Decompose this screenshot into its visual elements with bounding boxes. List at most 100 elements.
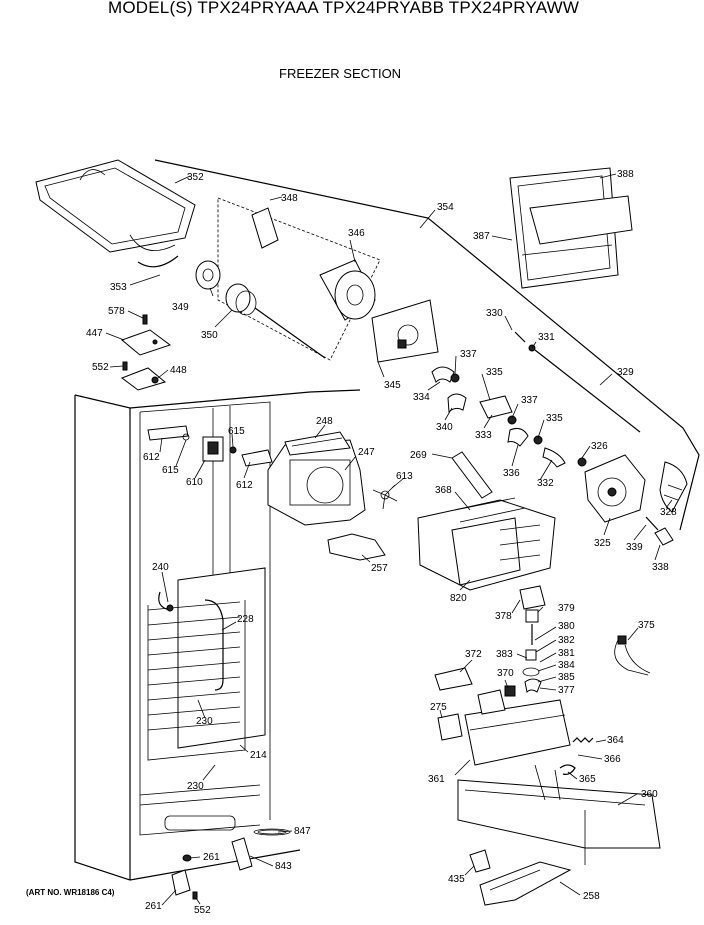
label-332: 332	[537, 478, 554, 489]
label-370: 370	[497, 668, 514, 679]
label-335b: 335	[546, 413, 563, 424]
leader-lines	[105, 173, 673, 906]
label-214: 214	[250, 750, 267, 761]
cover-372[interactable]	[434, 667, 473, 691]
ice-bucket-352[interactable]	[35, 159, 196, 268]
label-820: 820	[450, 593, 467, 604]
label-275: 275	[430, 702, 447, 713]
label-339: 339	[626, 542, 643, 553]
label-380: 380	[558, 621, 575, 632]
label-328: 328	[660, 507, 677, 518]
terminal-block-610[interactable]	[202, 436, 224, 462]
label-364: 364	[607, 735, 624, 746]
solenoid-stack-378-385[interactable]	[519, 585, 546, 694]
nut-338[interactable]	[654, 527, 674, 546]
bracket-348[interactable]	[251, 207, 279, 249]
label-248: 248	[316, 416, 333, 427]
screw-552[interactable]	[122, 361, 128, 371]
bracket-261[interactable]	[171, 869, 191, 896]
label-387: 387	[473, 231, 490, 242]
label-378: 378	[495, 611, 512, 622]
label-353: 353	[110, 282, 127, 293]
label-615b: 615	[162, 465, 179, 476]
label-349: 349	[172, 302, 189, 313]
label-552b: 552	[194, 905, 211, 916]
fan-blade-613[interactable]	[372, 484, 398, 510]
label-230b: 230	[187, 781, 204, 792]
label-340: 340	[436, 422, 453, 433]
section-title: FREEZER SECTION	[279, 66, 402, 81]
screw-261[interactable]	[182, 854, 192, 862]
label-247: 247	[358, 447, 375, 458]
label-610: 610	[186, 477, 203, 488]
label-352: 352	[187, 172, 204, 183]
label-345: 345	[384, 380, 401, 391]
label-325: 325	[594, 538, 611, 549]
housing-361[interactable]	[464, 689, 571, 766]
label-257: 257	[371, 563, 388, 574]
clips-612-615[interactable]	[147, 425, 273, 467]
label-383: 383	[496, 649, 513, 660]
label-435: 435	[448, 874, 465, 885]
label-261a: 261	[203, 852, 220, 863]
label-350: 350	[201, 330, 218, 341]
clip-435[interactable]	[469, 849, 491, 873]
fan-shroud-247[interactable]	[267, 439, 366, 526]
label-365: 365	[579, 774, 596, 785]
label-330: 330	[486, 308, 503, 319]
label-448: 448	[170, 365, 187, 376]
label-258: 258	[583, 891, 600, 902]
screw-552b[interactable]	[192, 891, 198, 900]
bracket-843[interactable]	[231, 837, 253, 871]
bracket-447[interactable]	[121, 329, 172, 356]
label-372: 372	[465, 649, 482, 660]
trim-258[interactable]	[479, 861, 572, 906]
part-labels: 352 348 354 388 387 346 353 349 350 578 …	[86, 169, 677, 916]
label-615a: 615	[228, 426, 245, 437]
bracket-448[interactable]	[120, 367, 167, 391]
label-843: 843	[275, 861, 292, 872]
label-447: 447	[86, 328, 103, 339]
freezer-cabinet-liner	[74, 389, 361, 881]
icemaker-368[interactable]	[417, 497, 556, 591]
art-number: (ART NO. WR18186 C4)	[26, 888, 115, 897]
label-366: 366	[604, 754, 621, 765]
frame-rail-360[interactable]	[457, 764, 661, 865]
label-333: 333	[475, 430, 492, 441]
label-228: 228	[237, 614, 254, 625]
chute-door-387[interactable]	[509, 167, 633, 289]
spring-364[interactable]	[572, 737, 594, 743]
auger-motor-drum-346[interactable]	[319, 259, 376, 321]
label-331: 331	[538, 332, 555, 343]
screw-578[interactable]	[142, 314, 148, 325]
spring-365[interactable]	[559, 764, 576, 775]
label-336: 336	[503, 468, 520, 479]
fan-housing-248[interactable]	[284, 431, 351, 456]
switch-370[interactable]	[504, 685, 516, 697]
tube-269[interactable]	[451, 451, 493, 499]
label-261b: 261	[145, 901, 162, 912]
label-335a: 335	[486, 367, 503, 378]
motor-325[interactable]	[584, 454, 646, 523]
label-326: 326	[591, 441, 608, 452]
auger-349[interactable]	[195, 260, 221, 290]
cam-328[interactable]	[659, 461, 688, 513]
motor-bracket-345[interactable]	[371, 299, 439, 363]
label-379: 379	[558, 603, 575, 614]
label-612a: 612	[143, 452, 160, 463]
spring-339[interactable]	[645, 516, 659, 531]
label-269: 269	[410, 450, 427, 461]
label-375: 375	[638, 620, 655, 631]
label-240: 240	[152, 562, 169, 573]
evaporator-228[interactable]	[147, 567, 266, 761]
label-329: 329	[617, 367, 634, 378]
auger-350[interactable]	[225, 283, 326, 359]
label-552: 552	[92, 362, 109, 373]
bracket-257[interactable]	[327, 533, 386, 561]
linkage-parts[interactable]	[431, 331, 641, 468]
plate-275[interactable]	[437, 713, 463, 741]
gasket-847[interactable]	[253, 828, 291, 836]
label-385: 385	[558, 672, 575, 683]
wire-harness-375[interactable]	[614, 635, 651, 676]
